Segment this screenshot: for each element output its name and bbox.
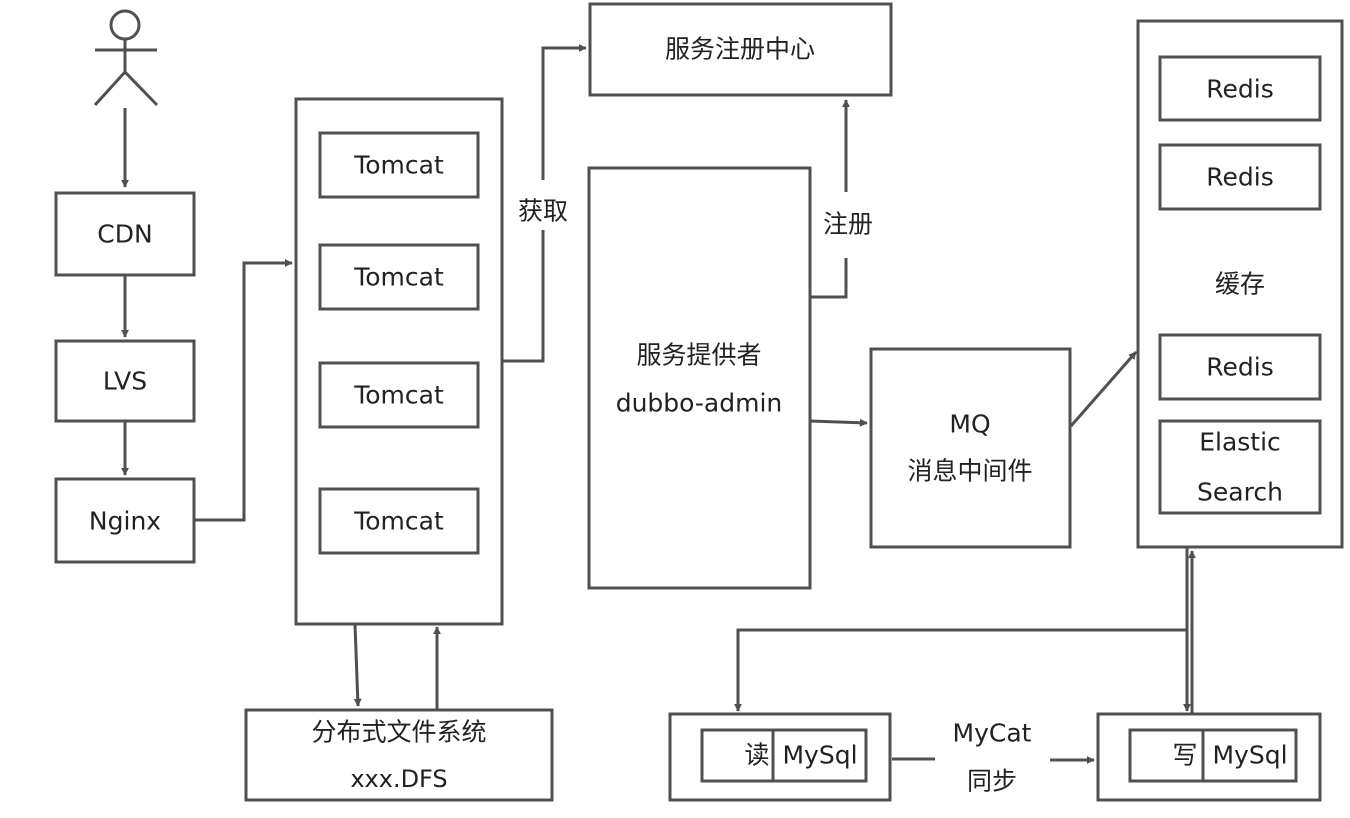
write-db-inner-box — [1128, 728, 1298, 783]
write-label: 写 — [1172, 741, 1197, 770]
lvs-box — [54, 339, 196, 423]
redis-box-2 — [1158, 143, 1322, 211]
mq-box — [869, 347, 1072, 549]
dfs-box — [244, 708, 554, 802]
mq-to-cache-arrow — [1069, 351, 1138, 427]
mq-label-line1: MQ — [949, 410, 990, 439]
mycat-label-line1: MyCat — [953, 719, 1032, 748]
connectors — [121, 44, 1196, 764]
tomcat-box-3 — [318, 361, 480, 429]
redis-box-3 — [1158, 333, 1322, 401]
redis-label-3: Redis — [1206, 353, 1273, 382]
cdn-label: CDN — [97, 220, 152, 249]
provider-box — [587, 166, 812, 590]
nginx-box — [54, 477, 196, 564]
tomcat-label-4: Tomcat — [353, 507, 444, 536]
provider-to-mq-arrow — [809, 418, 868, 427]
tomcat-label-2: Tomcat — [353, 263, 444, 292]
redis-label-1: Redis — [1206, 75, 1273, 104]
tomcat-label-1: Tomcat — [353, 151, 444, 180]
tomcat-box-1 — [318, 131, 480, 199]
registry-box — [588, 2, 893, 97]
redis-label-2: Redis — [1206, 163, 1273, 192]
read-mysql-label: MySql — [782, 741, 857, 770]
elasticsearch-box — [1158, 419, 1322, 515]
registry-label: 服务注册中心 — [665, 35, 815, 64]
mq-label-line2: 消息中间件 — [907, 457, 1032, 486]
write-mysql-label: MySql — [1212, 741, 1287, 770]
register-label: 注册 — [823, 210, 873, 239]
redis-box-1 — [1158, 55, 1322, 122]
read-db-inner-box — [700, 728, 868, 783]
tomcat-label-3: Tomcat — [353, 381, 444, 410]
register-arrow — [810, 258, 848, 299]
cache-to-read-arrow — [734, 548, 1189, 712]
tomcat-box-2 — [318, 243, 480, 311]
provider-label-line2: dubbo-admin — [616, 389, 783, 418]
dfs-label-line2: xxx.DFS — [350, 765, 447, 793]
nginx-to-tomcat-arrow — [195, 259, 293, 522]
tomcat-box-4 — [318, 487, 480, 555]
fetch-arrow — [502, 230, 545, 363]
mycat-label-line2: 同步 — [967, 767, 1017, 796]
fetch-label: 获取 — [518, 197, 568, 226]
provider-label-line1: 服务提供者 — [636, 341, 761, 370]
lvs-label: LVS — [103, 367, 147, 396]
read-label: 读 — [744, 741, 769, 770]
cdn-box — [54, 191, 196, 277]
user-icon — [93, 9, 159, 107]
cache-label: 缓存 — [1215, 270, 1265, 299]
nginx-label: Nginx — [89, 507, 161, 536]
tomcat-to-dfs-arrow — [353, 623, 362, 707]
elasticsearch-label-line1: Elastic — [1199, 428, 1281, 457]
dfs-label-line1: 分布式文件系统 — [311, 718, 486, 747]
elasticsearch-label-line2: Search — [1197, 478, 1283, 507]
fetch-arrow-top — [541, 44, 587, 180]
